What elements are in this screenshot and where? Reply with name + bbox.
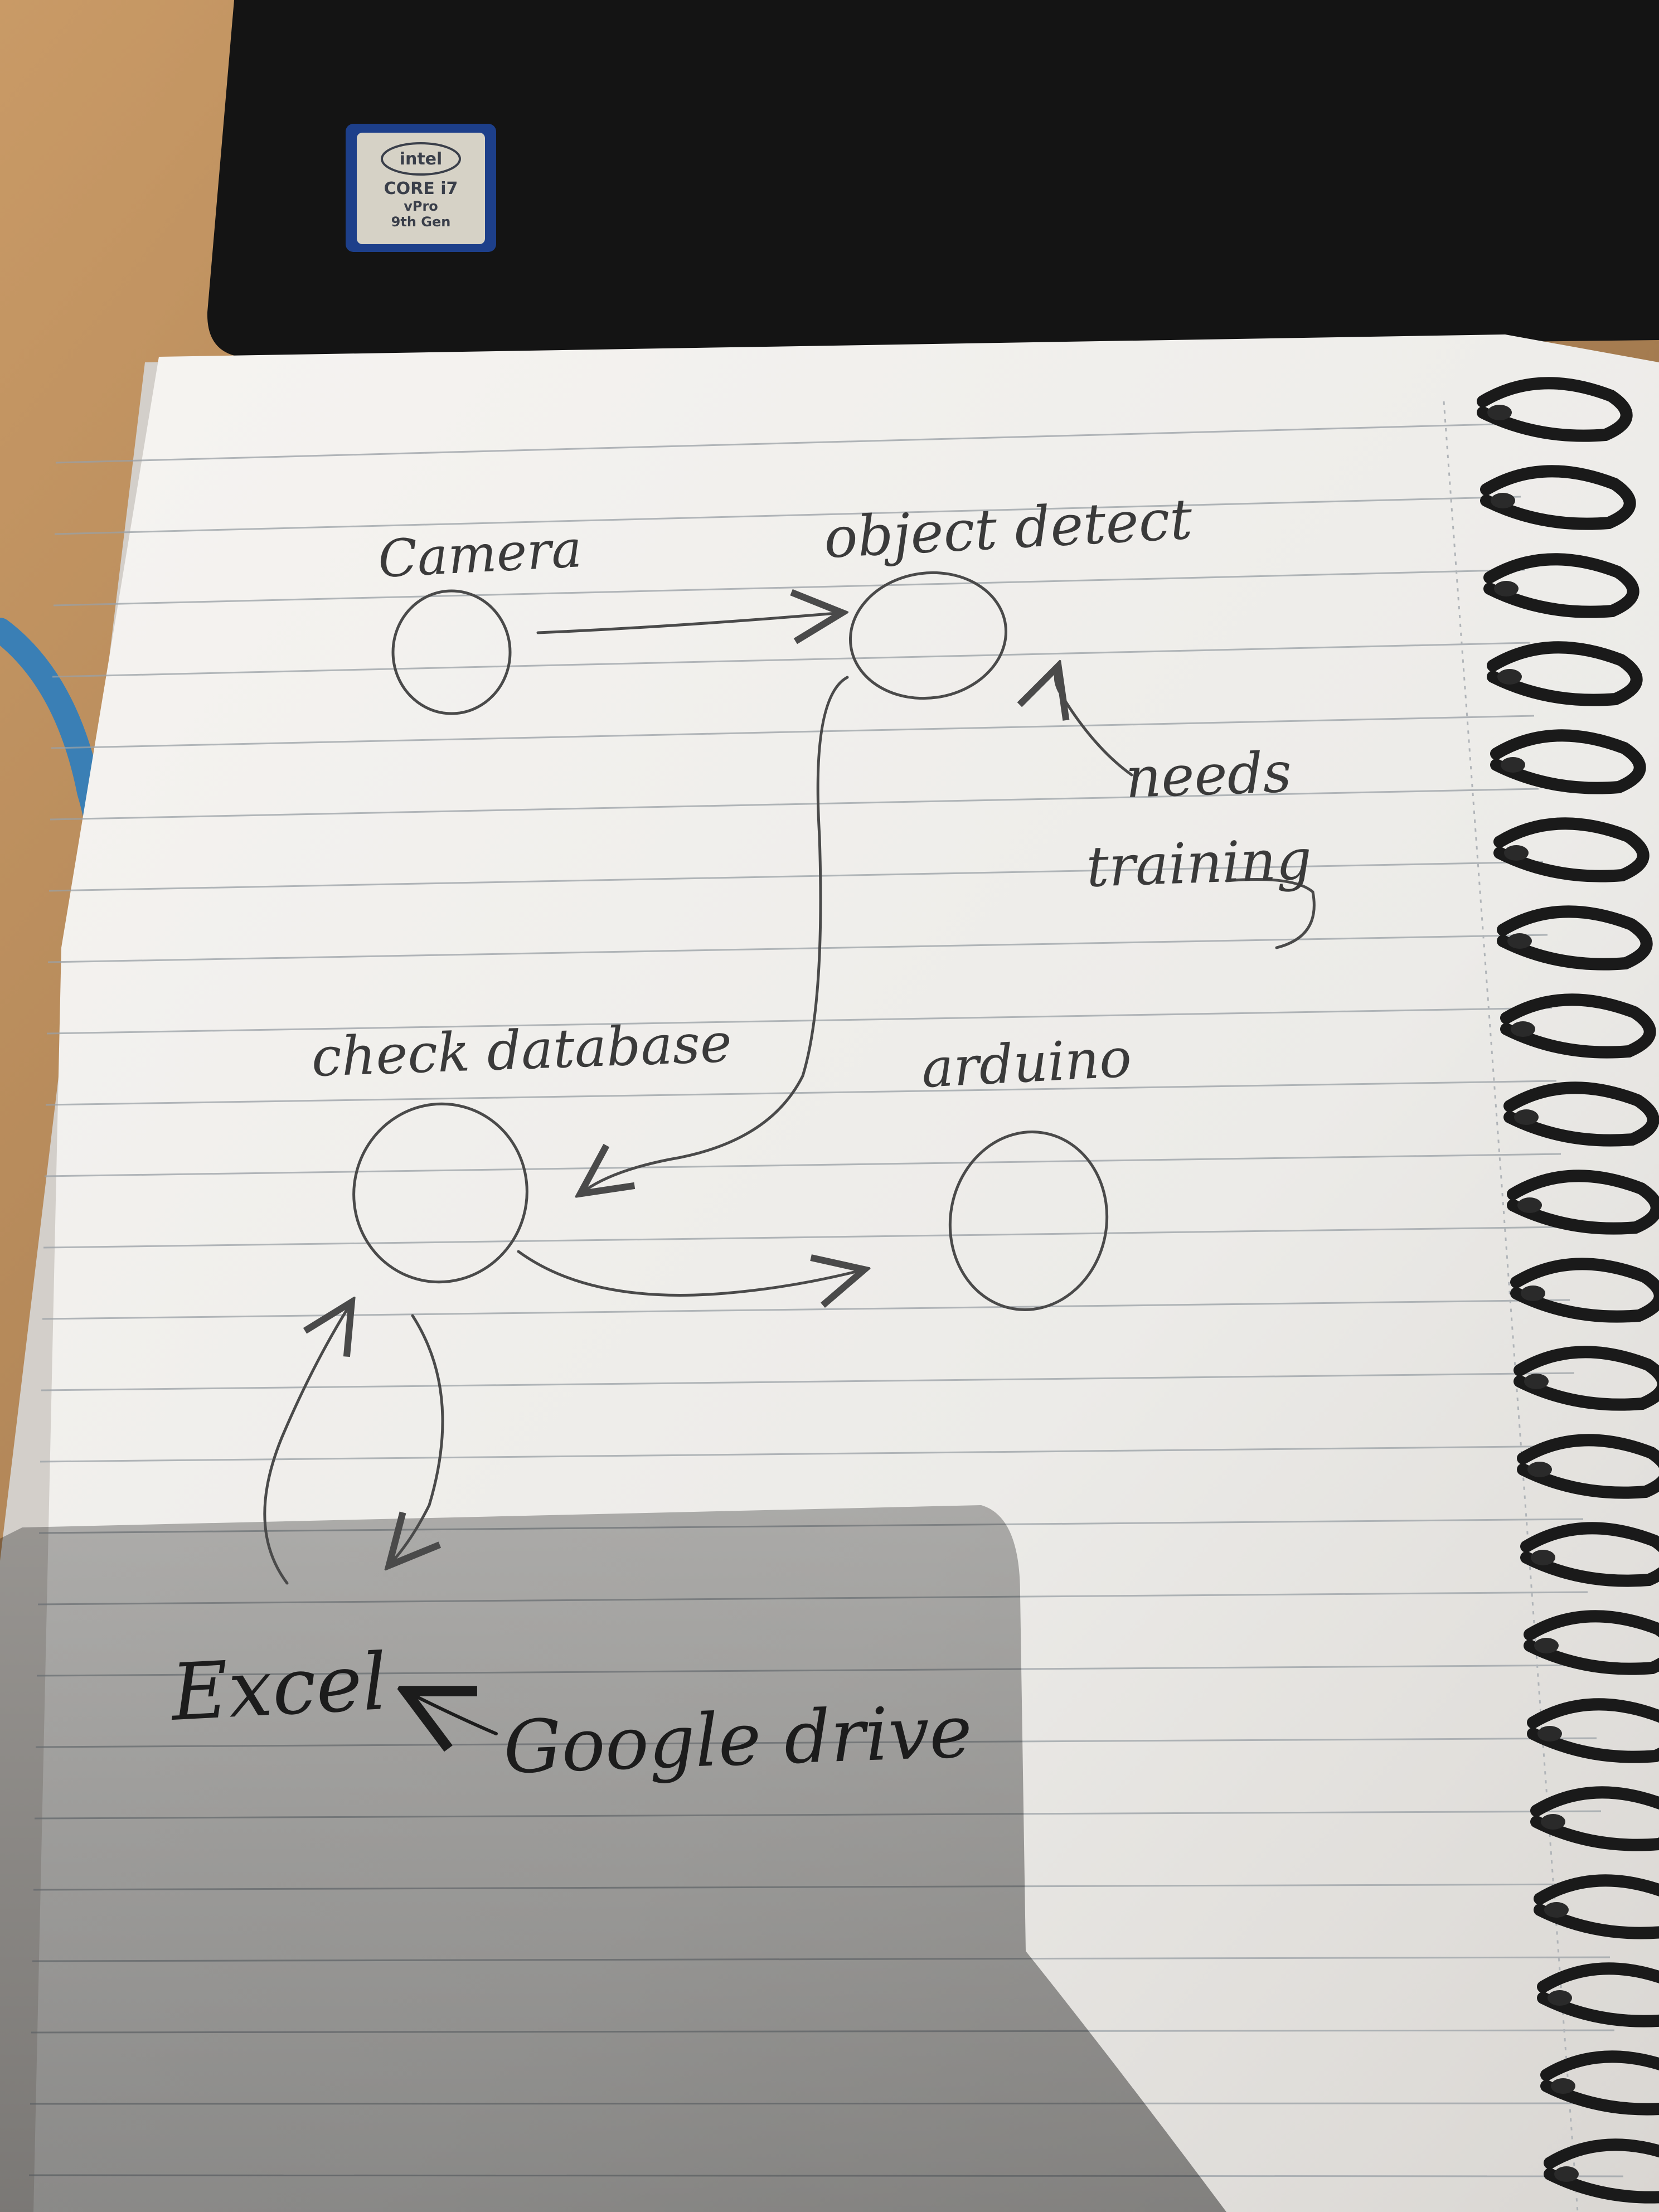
node-camera: [391, 589, 512, 715]
note-needs: needs: [1124, 740, 1293, 811]
spiral-coil: [1524, 1610, 1659, 1675]
node-object-detect: [848, 571, 1008, 700]
label-excel: Excel: [167, 1637, 389, 1739]
spiral-coil: [1497, 905, 1653, 971]
spiral-coil: [1500, 993, 1656, 1059]
node-arduino: [948, 1131, 1109, 1311]
edge-camera-to-object-detect: [536, 613, 836, 633]
rule-line: [41, 1372, 1575, 1391]
sticker-brand: intel: [400, 149, 443, 169]
rule-line: [54, 496, 1521, 535]
spiral-hole: [1521, 1286, 1545, 1301]
rule-line: [55, 423, 1517, 464]
rule-line: [44, 1153, 1561, 1177]
spiral-hole: [1491, 493, 1515, 508]
spiral-coil: [1490, 729, 1646, 794]
edge-check-database-to-arduino: [517, 1250, 858, 1295]
label-check-database: check database: [311, 1012, 733, 1089]
spiral-hole: [1517, 1197, 1542, 1213]
spiral-coil: [1477, 377, 1633, 442]
spiral-coil: [1483, 553, 1639, 618]
label-google-drive: Google drive: [502, 1689, 974, 1790]
spiral-hole: [1534, 1638, 1559, 1653]
spiral-coil: [1510, 1258, 1659, 1323]
laptop-body: [207, 0, 1659, 357]
rule-line: [42, 1299, 1570, 1320]
sticker-line3: 9th Gen: [391, 214, 451, 230]
spiral-hole: [1531, 1550, 1555, 1565]
spiral-hole: [1497, 669, 1522, 685]
spiral-coil: [1487, 641, 1643, 706]
spiral-binding: [1477, 377, 1659, 2204]
sticker-line1: CORE i7: [384, 179, 458, 198]
spiral-hole: [1524, 1374, 1549, 1389]
spiral-hole: [1554, 2166, 1579, 2182]
edge-check-database-to-excel: [393, 1314, 444, 1561]
spiral-hole: [1548, 1990, 1572, 2006]
rule-line: [45, 1080, 1557, 1106]
spiral-coil: [1503, 1081, 1659, 1147]
spiral-coil: [1530, 1786, 1659, 1851]
spiral-coil: [1527, 1698, 1659, 1763]
spiral-hole: [1537, 1726, 1562, 1742]
spiral-coil: [1507, 1170, 1659, 1235]
edge-google-drive-to-excel: [413, 1695, 498, 1734]
cpu-sticker: intel CORE i7 vPro 9th Gen: [346, 124, 496, 252]
rule-line: [53, 569, 1526, 607]
spiral-coil: [1534, 1874, 1659, 1939]
rule-line: [48, 861, 1544, 892]
spiral-coil: [1540, 2050, 1659, 2116]
rule-line: [50, 788, 1539, 821]
rule-line: [51, 715, 1535, 749]
rule-line: [43, 1226, 1566, 1249]
spiral-hole: [1507, 933, 1532, 949]
rule-line: [46, 1007, 1553, 1035]
spiral-hole: [1514, 1109, 1539, 1125]
sticker-line2: vPro: [404, 198, 438, 214]
spiral-hole: [1551, 2078, 1575, 2094]
spiral-coil: [1514, 1346, 1659, 1411]
spiral-hole: [1544, 1902, 1569, 1918]
label-camera: Camera: [377, 519, 584, 589]
photo-shadow: [0, 1505, 1226, 2212]
spiral-hole: [1527, 1462, 1552, 1477]
spiral-hole: [1541, 1814, 1565, 1830]
edge-excel-to-check-database: [263, 1307, 348, 1585]
edge-object-detect-to-check-database: [585, 676, 849, 1190]
note-hook-needs-training: [1225, 878, 1316, 949]
spiral-hole: [1494, 581, 1519, 596]
note-pointer-needs-training: [1055, 672, 1133, 777]
note-training: training: [1085, 827, 1313, 900]
diagram: [263, 571, 1316, 1585]
spiral-hole: [1511, 1021, 1535, 1037]
rule-line: [52, 642, 1530, 678]
rule-line: [40, 1445, 1579, 1463]
spiral-coil: [1544, 2138, 1659, 2204]
spiral-coil: [1480, 465, 1636, 530]
spiral-hole: [1501, 757, 1525, 773]
spiral-coil: [1520, 1522, 1659, 1587]
label-arduino: arduino: [920, 1026, 1133, 1100]
node-check-database: [352, 1102, 528, 1284]
spiral-coil: [1537, 1962, 1659, 2027]
spiral-coil: [1517, 1434, 1659, 1499]
spiral-coil: [1493, 817, 1650, 882]
spiral-hole: [1487, 405, 1512, 420]
spiral-hole: [1504, 845, 1529, 861]
